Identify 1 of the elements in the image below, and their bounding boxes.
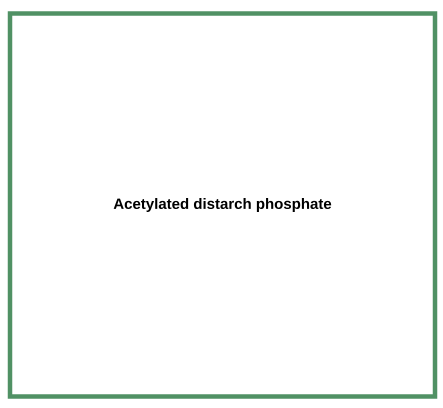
substance-box: Acetylated distarch phosphate bbox=[8, 11, 438, 399]
